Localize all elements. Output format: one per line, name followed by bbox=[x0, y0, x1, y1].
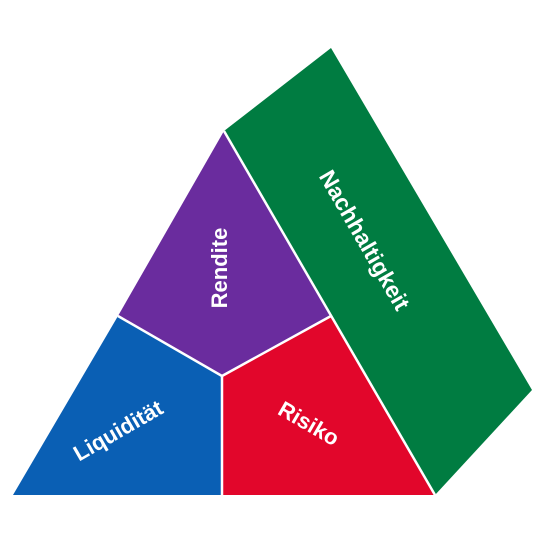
divider-triangle-prism bbox=[222, 130, 437, 496]
segment-liquiditaet bbox=[13, 316, 222, 495]
segment-risiko bbox=[222, 316, 435, 495]
divider-rendite-risiko bbox=[221, 314, 332, 378]
segment-dividers bbox=[117, 130, 437, 496]
divider-rendite-liquiditaet bbox=[117, 314, 223, 378]
label-rendite: Rendite bbox=[207, 228, 232, 309]
segment-nachhaltigkeit bbox=[224, 48, 532, 495]
segment-rendite bbox=[118, 131, 331, 376]
